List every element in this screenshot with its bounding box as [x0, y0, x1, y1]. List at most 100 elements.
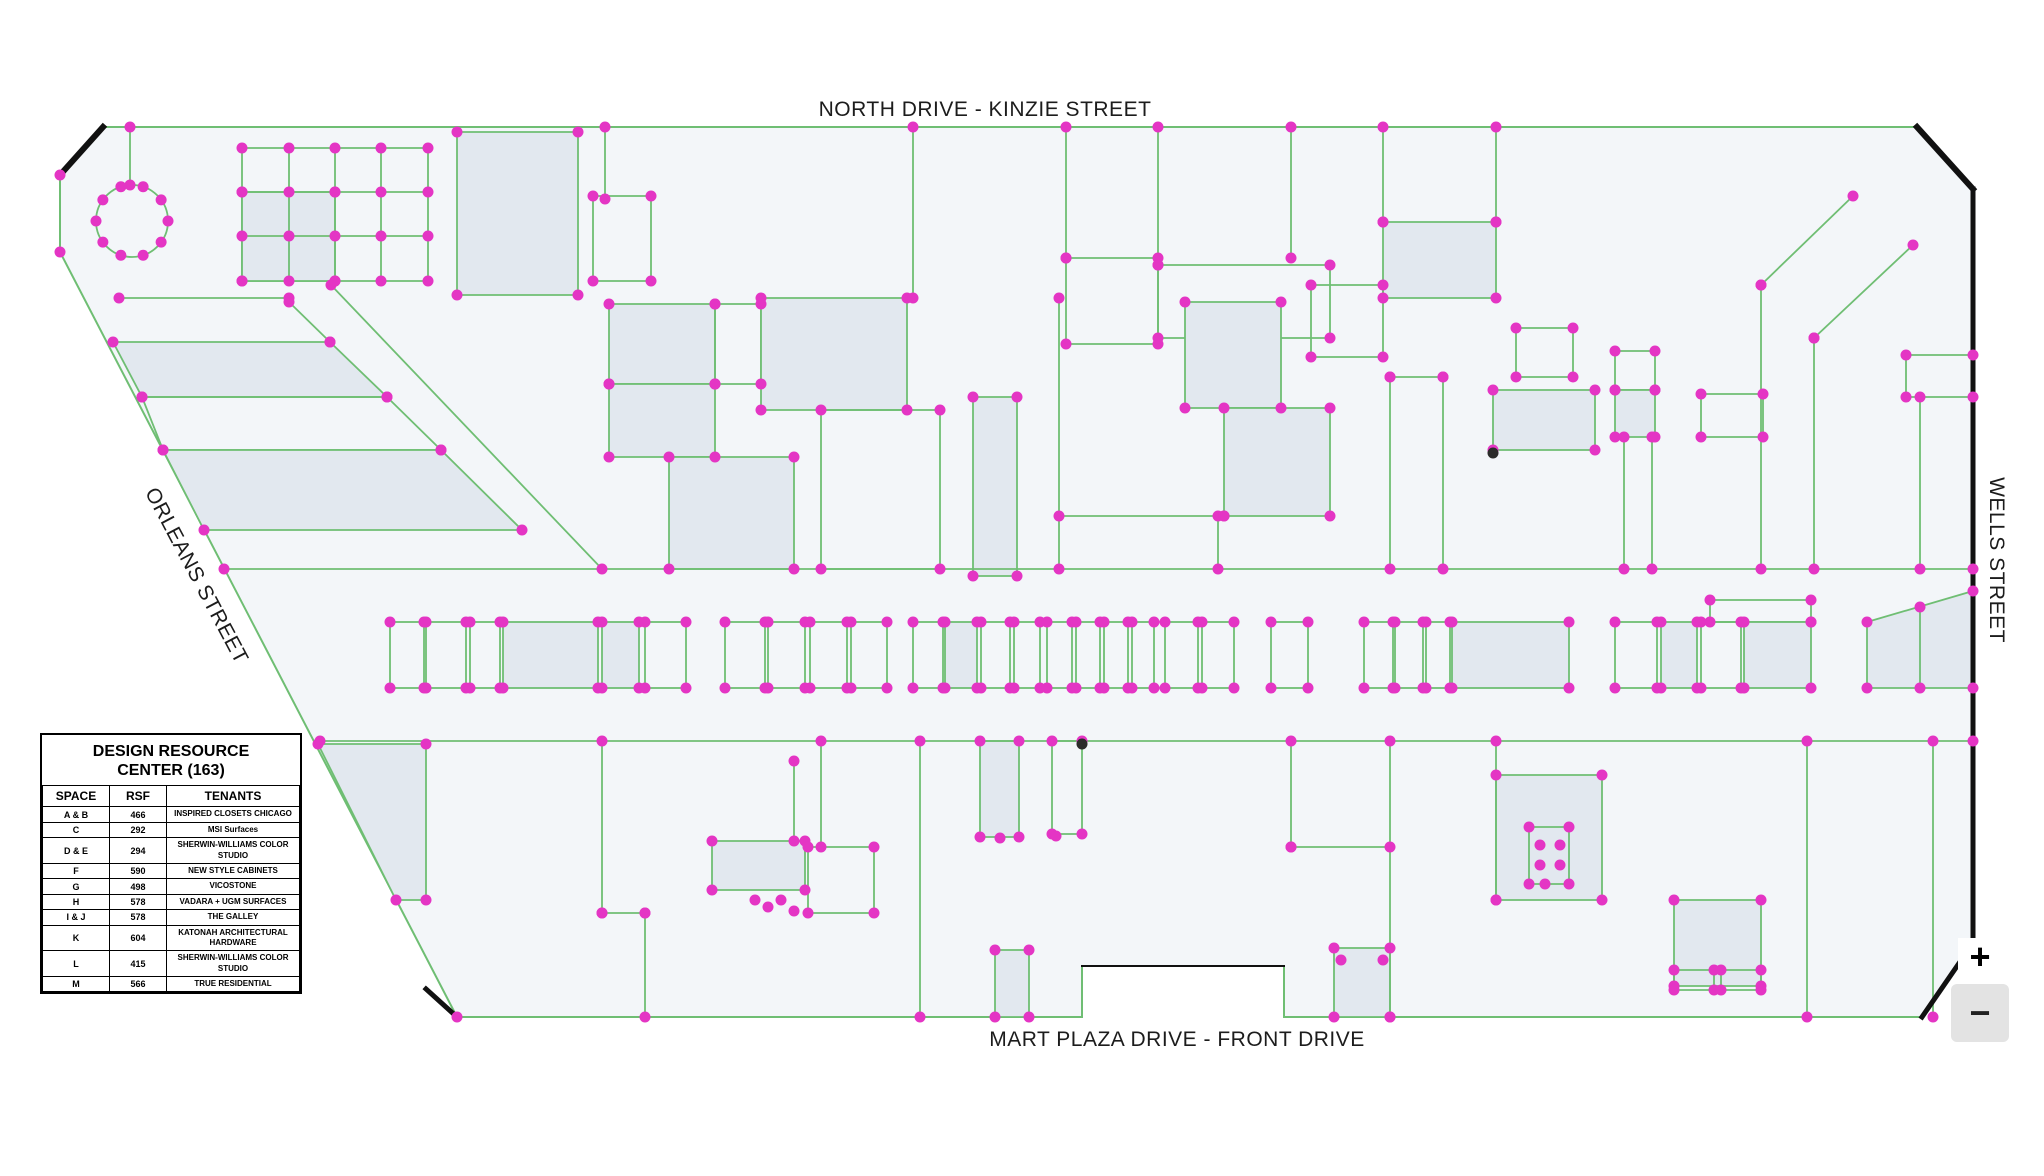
vertex-dot[interactable]	[1861, 616, 1873, 628]
vertex-dot[interactable]	[1179, 296, 1191, 308]
vertex-dot[interactable]	[115, 181, 127, 193]
vertex-dot[interactable]	[1927, 735, 1939, 747]
vertex-dot[interactable]	[329, 142, 341, 154]
vertex-dot[interactable]	[1510, 371, 1522, 383]
zoom-in-button[interactable]: +	[1958, 938, 2002, 976]
vertex-dot[interactable]	[1179, 402, 1191, 414]
vertex-dot[interactable]	[1534, 839, 1546, 851]
vertex-dot[interactable]	[914, 735, 926, 747]
vertex-dot[interactable]	[1008, 682, 1020, 694]
vertex-dot[interactable]	[1060, 121, 1072, 133]
vertex-dot[interactable]	[1041, 682, 1053, 694]
vertex-dot[interactable]	[762, 616, 774, 628]
vertex-dot[interactable]	[124, 179, 136, 191]
vertex-dot[interactable]	[1152, 259, 1164, 271]
vertex-dot[interactable]	[1053, 292, 1065, 304]
vertex-dot[interactable]	[420, 738, 432, 750]
vertex-dot[interactable]	[804, 682, 816, 694]
vertex-dot[interactable]	[1967, 563, 1979, 575]
vertex-dot[interactable]	[804, 616, 816, 628]
vertex-dot[interactable]	[1523, 878, 1535, 890]
vertex-dot[interactable]	[1695, 431, 1707, 443]
vertex-dot[interactable]	[1757, 431, 1769, 443]
vertex-dot[interactable]	[939, 616, 951, 628]
vertex-dot[interactable]	[1377, 216, 1389, 228]
vertex-dot[interactable]	[283, 230, 295, 242]
vertex-dot[interactable]	[934, 563, 946, 575]
vertex-dot[interactable]	[113, 292, 125, 304]
vertex-dot[interactable]	[881, 616, 893, 628]
vertex-dot[interactable]	[1563, 682, 1575, 694]
vertex-dot[interactable]	[1801, 735, 1813, 747]
vertex-dot[interactable]	[1060, 252, 1072, 264]
vertex-dot[interactable]	[1618, 563, 1630, 575]
vertex-dot[interactable]	[762, 682, 774, 694]
vertex-dot[interactable]	[599, 121, 611, 133]
vertex-dot[interactable]	[802, 907, 814, 919]
vertex-dot[interactable]	[974, 831, 986, 843]
vertex-dot[interactable]	[1023, 1011, 1035, 1023]
vertex-dot[interactable]	[1046, 735, 1058, 747]
vertex-dot[interactable]	[802, 841, 814, 853]
vertex-dot[interactable]	[1302, 682, 1314, 694]
vertex-dot[interactable]	[901, 404, 913, 416]
vertex-dot[interactable]	[1285, 841, 1297, 853]
vertex-dot[interactable]	[1384, 942, 1396, 954]
vertex-dot[interactable]	[1377, 954, 1389, 966]
vertex-dot[interactable]	[1554, 839, 1566, 851]
vertex-dot[interactable]	[1900, 391, 1912, 403]
vertex-dot[interactable]	[90, 215, 102, 227]
vertex-dot[interactable]	[1152, 332, 1164, 344]
vertex-dot[interactable]	[1609, 384, 1621, 396]
vertex-dot[interactable]	[709, 451, 721, 463]
vertex-dot[interactable]	[1490, 769, 1502, 781]
vertex-dot[interactable]	[645, 190, 657, 202]
vertex-dot[interactable]	[1389, 616, 1401, 628]
vertex-dot[interactable]	[1389, 682, 1401, 694]
vertex-dot[interactable]	[1847, 190, 1859, 202]
vertex-dot[interactable]	[1510, 322, 1522, 334]
vertex-dot[interactable]	[1914, 563, 1926, 575]
vertex-dot[interactable]	[1907, 239, 1919, 251]
vertex-dot[interactable]	[384, 616, 396, 628]
vertex-dot[interactable]	[1098, 616, 1110, 628]
vertex-dot[interactable]	[663, 451, 675, 463]
vertex-dot[interactable]	[1377, 121, 1389, 133]
vertex-dot[interactable]	[1808, 563, 1820, 575]
vertex-dot[interactable]	[639, 682, 651, 694]
vertex-dot[interactable]	[1808, 332, 1820, 344]
vertex-dot[interactable]	[706, 835, 718, 847]
vertex-dot[interactable]	[1377, 351, 1389, 363]
vertex-dot[interactable]	[1328, 942, 1340, 954]
vertex-dot[interactable]	[1490, 216, 1502, 228]
vertex-dot[interactable]	[845, 616, 857, 628]
vertex-dot[interactable]	[596, 682, 608, 694]
vertex-dot[interactable]	[975, 682, 987, 694]
vertex-dot[interactable]	[1446, 682, 1458, 694]
vertex-dot[interactable]	[435, 444, 447, 456]
vertex-dot[interactable]	[755, 292, 767, 304]
vertex-dot[interactable]	[994, 832, 1006, 844]
vertex-dot[interactable]	[1384, 841, 1396, 853]
vertex-dot[interactable]	[680, 616, 692, 628]
vertex-dot[interactable]	[236, 275, 248, 287]
vertex-dot[interactable]	[124, 121, 136, 133]
vertex-dot[interactable]	[1420, 682, 1432, 694]
vertex-dot[interactable]	[1646, 431, 1658, 443]
vertex-dot[interactable]	[1596, 769, 1608, 781]
vertex-dot[interactable]	[645, 275, 657, 287]
vertex-dot[interactable]	[375, 186, 387, 198]
vertex-dot[interactable]	[1041, 616, 1053, 628]
vertex-dot[interactable]	[596, 616, 608, 628]
vertex-dot[interactable]	[283, 292, 295, 304]
vertex-dot[interactable]	[198, 524, 210, 536]
vertex-dot[interactable]	[1126, 682, 1138, 694]
vertex-dot[interactable]	[1900, 349, 1912, 361]
vertex-dot[interactable]	[974, 735, 986, 747]
vertex-dot[interactable]	[1805, 616, 1817, 628]
vertex-dot[interactable]	[788, 835, 800, 847]
vertex-dot[interactable]	[1011, 570, 1023, 582]
vertex-dot[interactable]	[155, 236, 167, 248]
vertex-dot[interactable]	[1285, 121, 1297, 133]
vertex-dot[interactable]	[1738, 682, 1750, 694]
